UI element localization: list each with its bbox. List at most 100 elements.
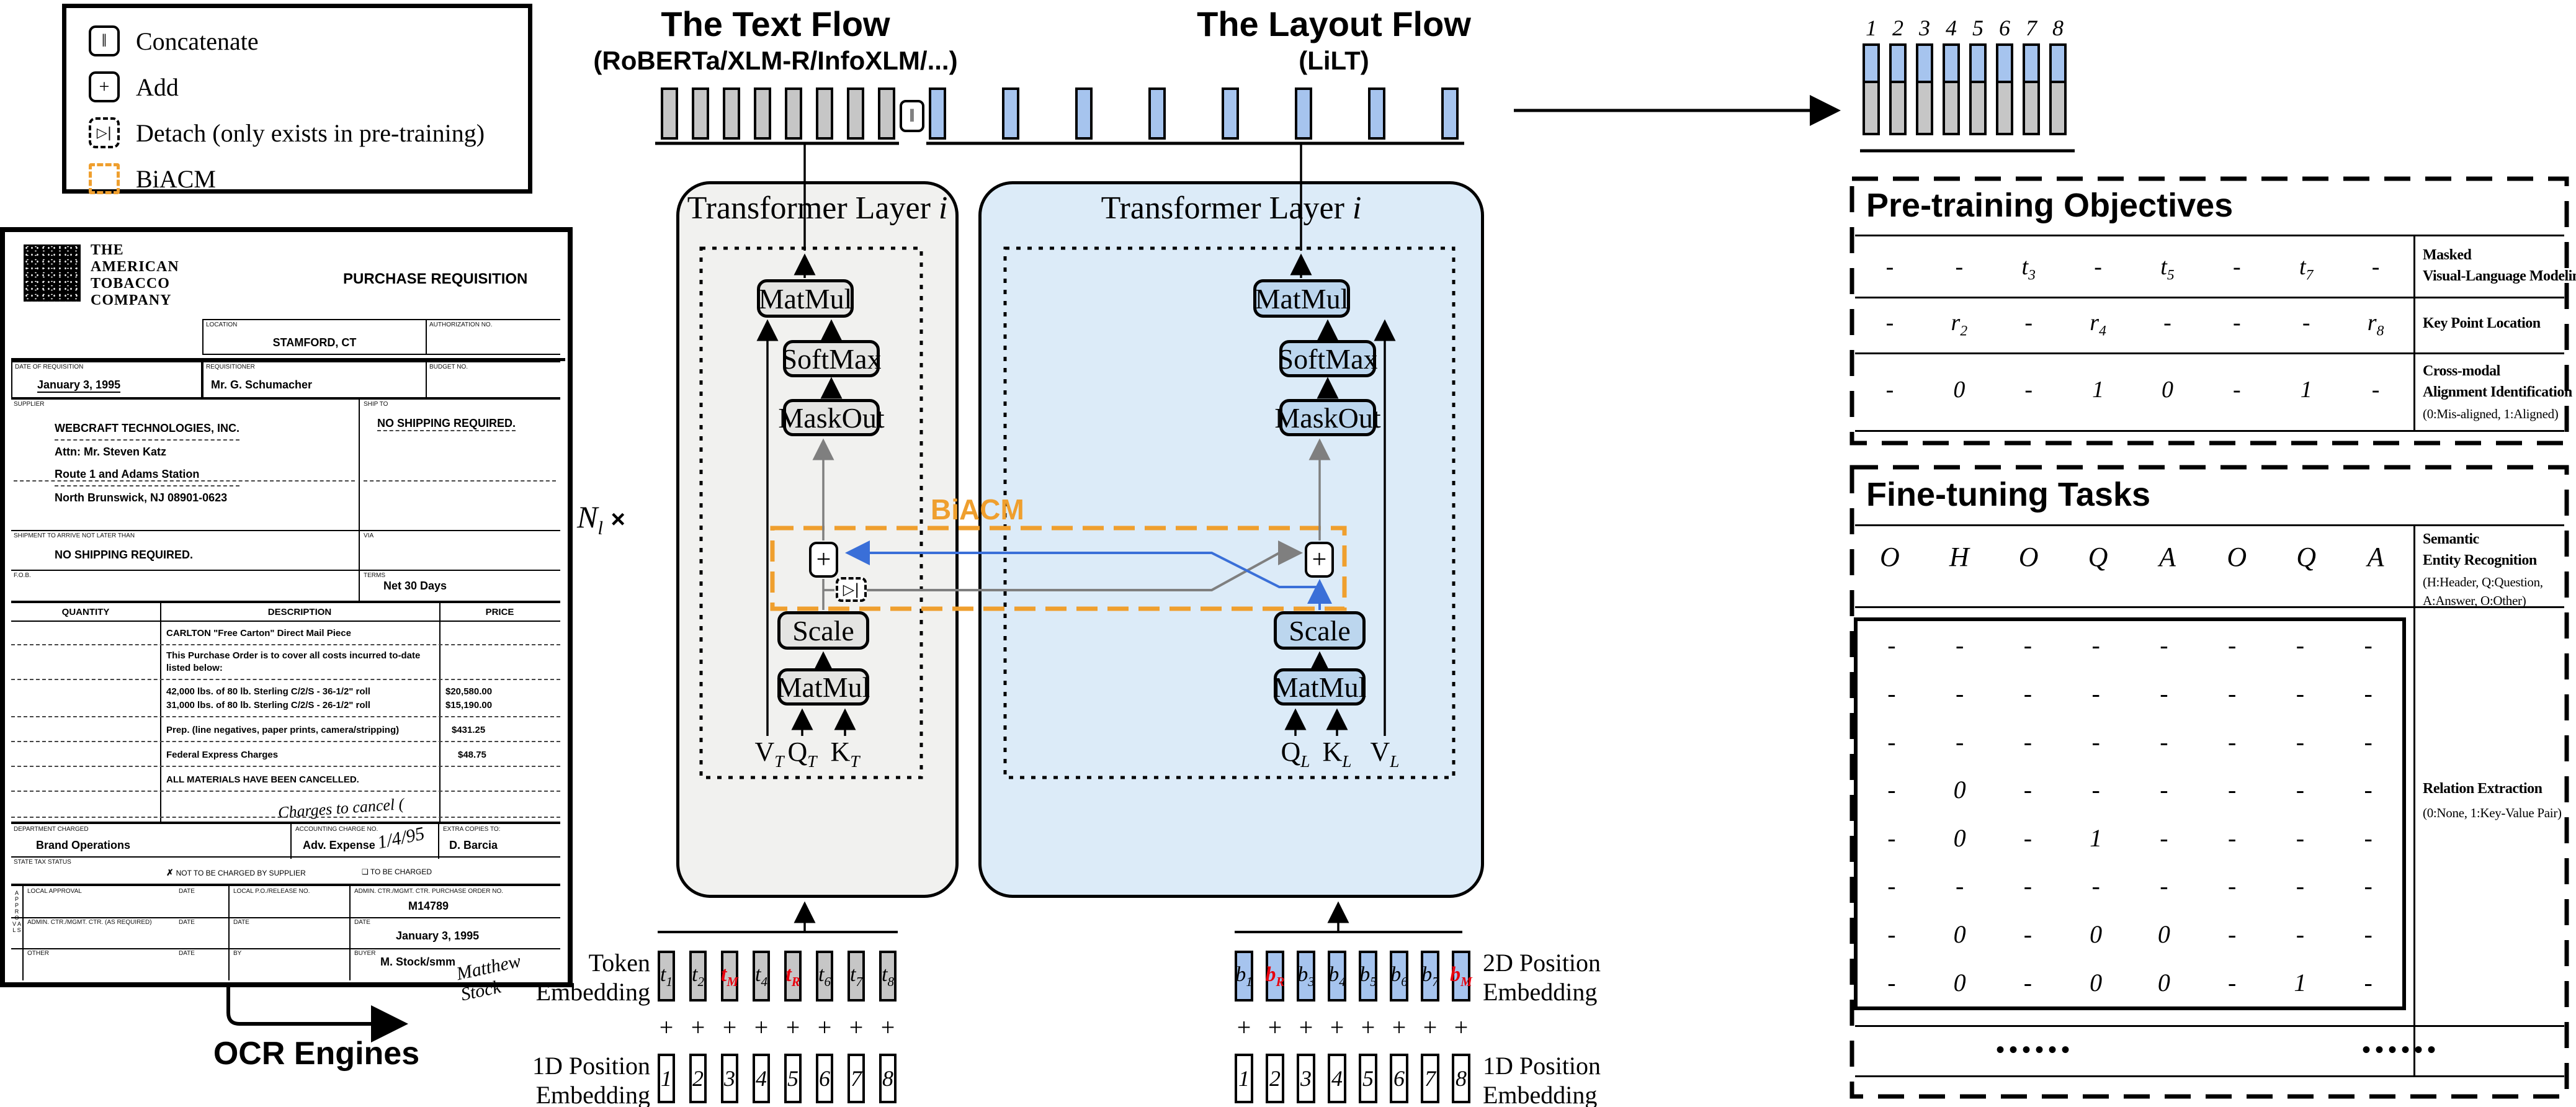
add-symbol: + [1330,1013,1344,1041]
embedding-column: b1 + 1 [1235,951,1253,1103]
tax-checked-icon: ✗ [166,867,174,877]
layout-attention-dotted-box [1003,246,1456,779]
output-stack: 1 [1863,15,1880,135]
company-logo [24,244,81,302]
legend-item: ▷| Detach (only exists in pre-training) [89,110,528,156]
add-symbol: + [1299,1013,1313,1041]
box-embedding-box: bR [1265,951,1285,1002]
ocr-arrow [226,986,408,1042]
legend-item: + Add [89,64,528,110]
add-symbol: + [880,1013,895,1041]
legend-item-label: Concatenate [136,27,259,55]
legend-item-label: BiACM [136,164,216,193]
fused-output-stacks: 1 2 3 4 5 6 [1863,15,2067,135]
embedding-column: b4 + 4 [1328,951,1346,1103]
ser-label-1: Semantic [2423,531,2479,547]
add-symbol: + [785,1013,800,1041]
add-symbol: + [691,1013,705,1041]
date-field: DATE OF REQUISITION January 3, 1995 [11,361,202,398]
layout-softmax: SoftMax [1278,340,1378,377]
add-symbol: + [1454,1013,1469,1041]
items-table: QUANTITY DESCRIPTION PRICE CARLTON "Free… [11,601,560,824]
embedding-column: t7 + 7 [847,951,865,1103]
purchase-requisition-document: THE AMERICAN TOBACCO COMPANY PURCHASE RE… [0,227,573,1005]
ser-note-1: (H:Header, Q:Question, [2423,575,2543,589]
layout-embedding-strip: b1 + 1 bR + 2 b3 + 3 [1235,951,1472,1103]
layout-part [1998,46,2011,83]
embedding-column: bM + 8 [1450,951,1472,1103]
budget-field: BUDGET NO. [426,361,560,398]
embedding-column: t6 + 6 [816,951,833,1103]
token-embedding-box: t1 [658,951,675,1002]
text-add-box: + [809,542,838,578]
layout-layer-title: Transformer Layer i [1101,190,1362,226]
output-stack: 8 [2049,15,2067,135]
output-stack-index: 3 [1919,16,1930,40]
authorization-field: AUTHORIZATION NO. [426,319,560,355]
detach-icon: ▷| [836,577,867,602]
layout-flow-title: The Layout Flow [1197,4,1471,43]
position-embedding-box: 1 [1235,1054,1253,1103]
legend-symbol-icon: ‖ [89,25,120,56]
output-stack-index: 5 [1972,16,1983,40]
re-note: (0:None, 1:Key-Value Pair) [2423,805,2562,820]
position-embedding-box: 8 [879,1054,897,1103]
box-embedding-box: b7 [1421,951,1439,1002]
layout-v-label: VL [1370,737,1400,771]
text-k-label: KT [830,737,860,771]
approvals-vertical-label: A P P R O V A L S [12,890,22,933]
output-stack: 6 [1996,15,2013,135]
text-softmax: SoftMax [782,340,882,377]
legend-item-label: Add [136,73,179,101]
position-embedding-box: 2 [1266,1054,1284,1103]
embedding-column: b7 + 7 [1421,951,1439,1103]
position-embedding-box: 8 [1452,1054,1470,1103]
legend-item: ‖ Concatenate [89,18,528,64]
cai-label-1: Cross-modal [2423,363,2500,379]
fob-block: F.O.B. TERMS Net 30 Days [11,570,560,602]
add-symbol: + [817,1013,832,1041]
requisitioner-field: REQUISITIONER Mr. G. Schumacher [202,361,427,398]
add-symbol: + [1392,1013,1407,1041]
finetuning-title: Fine-tuning Tasks [1866,476,2151,513]
mvlm-label-1: Masked [2423,247,2472,263]
layout-part [1918,46,1931,83]
approvals-block: A P P R O V A L S LOCAL APPROVAL DATE LO… [11,884,560,1005]
pretraining-title: Pre-training Objectives [1866,187,2234,224]
output-stack-index: 2 [1892,16,1903,40]
layout-matmul-bottom: MatMul [1273,668,1366,706]
token-embedding-box: t8 [879,951,897,1002]
position-embedding-box: 3 [721,1054,738,1103]
layout-part [1892,46,1904,83]
form-title: PURCHASE REQUISITION [343,271,528,287]
layout-flow-subtitle: (LiLT) [1299,46,1369,75]
ellipsis-right: •••••• [2361,1036,2441,1064]
output-stack: 3 [1916,15,1933,135]
embedding-column: t4 + 4 [753,951,770,1103]
layout-part [1972,46,1984,83]
layout-part [2025,46,2037,83]
text-q-label: QT [787,737,817,771]
cai-label-2: Alignment Identification [2423,384,2572,400]
position-embedding-box: 7 [847,1054,865,1103]
token-embedding-box: t4 [753,951,770,1002]
output-stack: 4 [1943,15,1960,135]
position-embedding-box: 4 [1328,1054,1346,1103]
legend-symbol-icon: + [89,71,120,102]
text-output-token-row [661,87,895,140]
add-symbol: + [754,1013,769,1041]
handwritten-note: Charges to cancel ( [277,794,405,822]
layout-add-box: + [1305,542,1334,578]
mvlm-row: --t3-t5-t7- [1885,254,2380,284]
layout-q-label: QL [1281,737,1310,771]
text-part [1972,83,1984,133]
cai-note: (0:Mis-aligned, 1:Aligned) [2423,406,2559,421]
tax-row: STATE TAX STATUS ✗ NOT TO BE CHARGED BY … [11,856,560,884]
box-embedding-box: b6 [1390,951,1408,1002]
ser-note-2: A:Answer, O:Other) [2423,593,2526,608]
layout-scale: Scale [1274,611,1366,650]
